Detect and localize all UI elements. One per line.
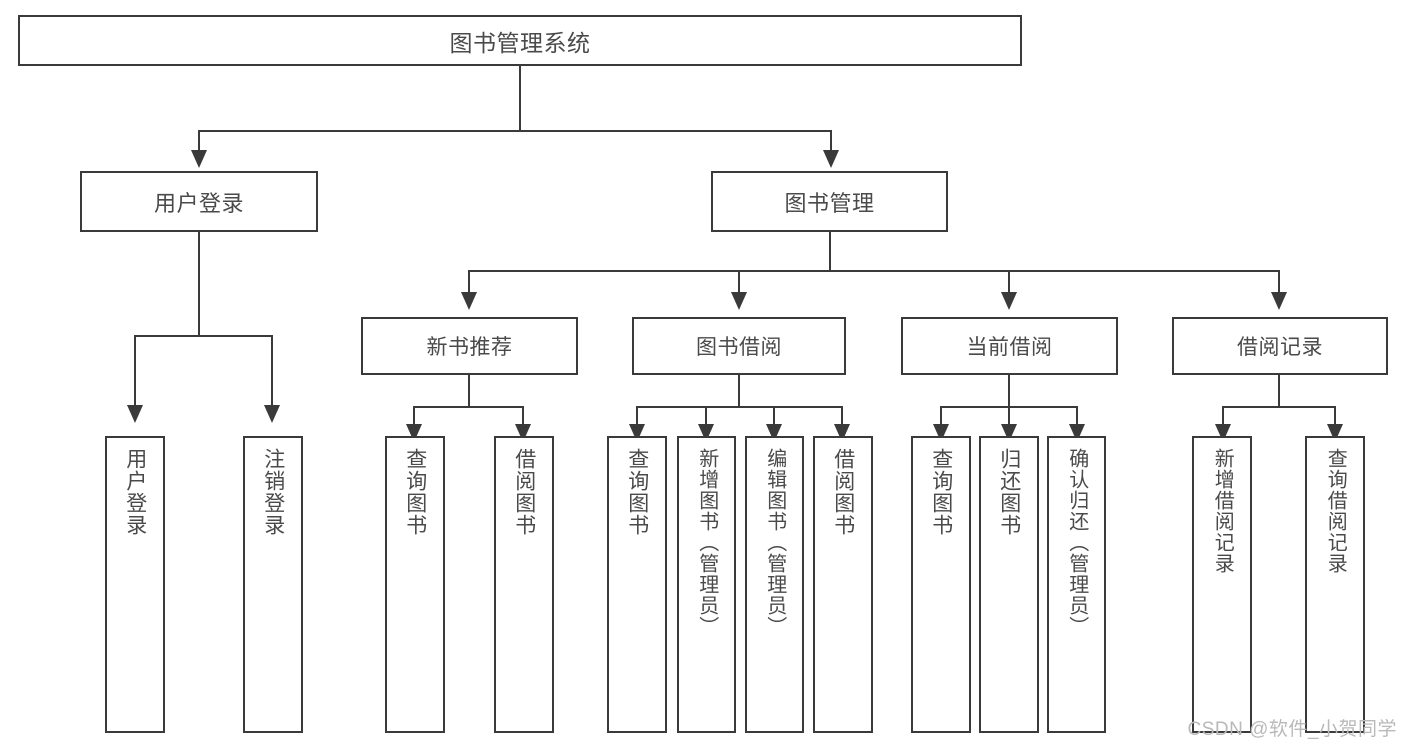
node-current-borrow[interactable]: 当前借阅 (901, 317, 1118, 375)
connector-userlogin-drop-1 (134, 335, 136, 407)
node-book-borrow[interactable]: 图书借阅 (632, 317, 846, 375)
connector-root-stem (519, 66, 521, 131)
node-label: 新增图书（管理员） (695, 448, 718, 637)
connector-root-drop-right (830, 130, 832, 152)
arrowhead-user-login (191, 150, 207, 168)
arrowhead-book-borrow (731, 292, 747, 310)
leaf-borrow-borrow-book[interactable]: 借阅图书 (813, 436, 873, 733)
arrowhead-current-borrow (1001, 292, 1017, 310)
connector-recommend-stem (468, 375, 470, 408)
connector-recommend-drop-1 (413, 406, 415, 426)
node-label: 注销登录 (261, 448, 285, 536)
node-label: 新增借阅记录 (1211, 448, 1234, 574)
node-new-book-recommend[interactable]: 新书推荐 (361, 317, 578, 375)
node-label: 查询图书 (403, 448, 427, 536)
node-label: 编辑图书（管理员） (763, 448, 786, 637)
connector-borrow-stem (738, 375, 740, 408)
connector-borrow-bus (636, 406, 843, 408)
node-label: 当前借阅 (966, 336, 1053, 359)
connector-current-drop-1 (940, 406, 942, 426)
arrowhead-book-manage (823, 150, 839, 168)
connector-bookmgmt-drop-1 (468, 270, 470, 294)
node-label: 借阅图书 (831, 448, 855, 536)
connector-bookmgmt-drop-2 (738, 270, 740, 294)
connector-borrow-drop-4 (841, 406, 843, 426)
connector-root-drop-left (198, 130, 200, 152)
leaf-borrow-edit-book-admin[interactable]: 编辑图书（管理员） (745, 436, 804, 733)
leaf-user-login[interactable]: 用户登录 (105, 436, 165, 733)
leaf-borrow-query-book[interactable]: 查询图书 (607, 436, 667, 733)
connector-borrow-drop-1 (636, 406, 638, 426)
node-label: 查询借阅记录 (1324, 448, 1347, 574)
connector-bookmgmt-stem (829, 232, 831, 272)
connector-userlogin-stem (198, 232, 200, 336)
arrowhead-leaf-user-login (127, 405, 143, 423)
node-label: 查询图书 (625, 448, 649, 536)
connector-record-bus (1222, 406, 1335, 408)
connector-current-drop-2 (1008, 406, 1010, 426)
node-label: 图书管理 (784, 190, 875, 216)
leaf-record-add-record[interactable]: 新增借阅记录 (1192, 436, 1252, 733)
leaf-current-return-book[interactable]: 归还图书 (979, 436, 1039, 733)
connector-borrow-drop-2 (705, 406, 707, 426)
node-label: 借阅图书 (512, 448, 536, 536)
connector-userlogin-bus (134, 335, 272, 337)
connector-bookmgmt-bus (468, 270, 1280, 272)
leaf-recommend-query-book[interactable]: 查询图书 (385, 436, 445, 733)
connector-recommend-bus (413, 406, 523, 408)
node-label: 用户登录 (123, 448, 147, 536)
connector-record-stem (1278, 375, 1280, 408)
connector-recommend-drop-2 (522, 406, 524, 426)
node-label: 图书借阅 (696, 336, 782, 359)
node-label: 借阅记录 (1237, 336, 1323, 359)
node-user-login[interactable]: 用户登录 (80, 171, 318, 232)
node-label: 查询图书 (929, 448, 953, 536)
node-label: 新书推荐 (426, 336, 513, 359)
connector-root-bus (198, 130, 832, 132)
node-label: 图书管理系统 (449, 29, 591, 56)
arrowhead-new-book-recommend (461, 292, 477, 310)
leaf-current-confirm-return-admin[interactable]: 确认归还（管理员） (1047, 436, 1106, 733)
node-label: 归还图书 (997, 448, 1021, 536)
leaf-current-query-book[interactable]: 查询图书 (911, 436, 971, 733)
node-borrow-record[interactable]: 借阅记录 (1172, 317, 1388, 375)
leaf-logout[interactable]: 注销登录 (243, 436, 303, 733)
leaf-recommend-borrow-book[interactable]: 借阅图书 (494, 436, 554, 733)
node-root-system[interactable]: 图书管理系统 (18, 15, 1022, 66)
leaf-record-query-record[interactable]: 查询借阅记录 (1305, 436, 1365, 733)
node-label: 用户登录 (153, 190, 244, 216)
connector-borrow-drop-3 (773, 406, 775, 426)
leaf-borrow-add-book-admin[interactable]: 新增图书（管理员） (677, 436, 736, 733)
connector-record-drop-1 (1222, 406, 1224, 426)
connector-current-drop-3 (1076, 406, 1078, 426)
arrowhead-leaf-logout (264, 405, 280, 423)
connector-userlogin-drop-2 (271, 335, 273, 407)
connector-current-stem (1008, 375, 1010, 408)
arrowhead-borrow-record (1271, 292, 1287, 310)
node-book-management[interactable]: 图书管理 (711, 171, 948, 232)
connector-bookmgmt-drop-3 (1008, 270, 1010, 294)
connector-record-drop-2 (1334, 406, 1336, 426)
node-label: 确认归还（管理员） (1065, 448, 1088, 637)
connector-bookmgmt-drop-4 (1278, 270, 1280, 294)
